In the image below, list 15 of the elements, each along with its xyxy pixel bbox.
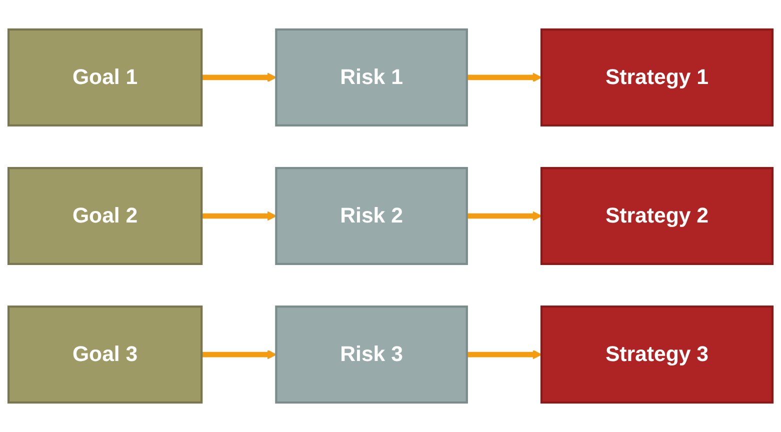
node-box: Risk 3 <box>275 306 468 404</box>
node-box: Strategy 3 <box>540 306 774 404</box>
arrow <box>202 350 277 360</box>
node-box: Strategy 1 <box>540 28 774 126</box>
node-box: Goal 1 <box>7 28 203 126</box>
arrow <box>202 211 277 221</box>
arrow <box>466 211 542 221</box>
node-box: Goal 3 <box>7 306 203 404</box>
node-box: Risk 1 <box>275 28 468 126</box>
arrow <box>466 350 542 360</box>
arrow <box>202 72 277 82</box>
arrow <box>466 72 542 82</box>
node-box: Goal 2 <box>7 166 203 266</box>
node-box: Risk 2 <box>275 166 468 266</box>
node-box: Strategy 2 <box>540 166 774 266</box>
